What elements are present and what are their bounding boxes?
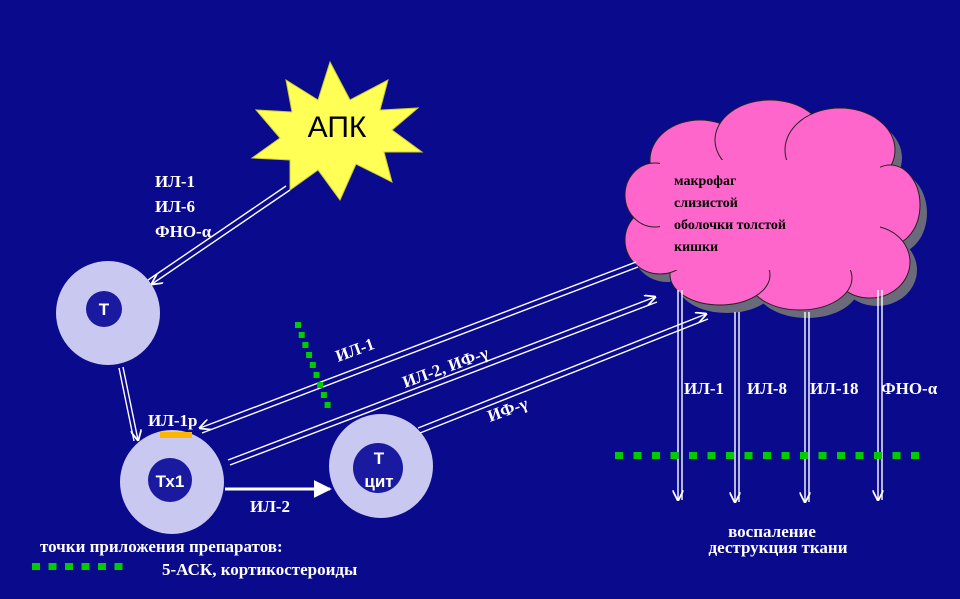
th1-cell-label: Тх1 <box>156 472 185 491</box>
arrow-th1-to-macrophage <box>227 297 657 466</box>
drug-dot <box>65 563 73 570</box>
tcyt-cell-label-2: цит <box>364 472 393 491</box>
arrow-tcyt-to-macrophage <box>417 314 708 434</box>
arrow-t-to-th1 <box>118 366 138 441</box>
drug-dot <box>652 452 660 459</box>
drug-dot <box>313 372 320 378</box>
drug-dot <box>707 452 716 459</box>
drug-line-horizontal <box>615 452 919 459</box>
macrophage-output-arrows <box>678 290 882 502</box>
il1-receptor-label: ИЛ-1р <box>148 411 198 430</box>
drug-dot <box>911 452 919 459</box>
drug-dot <box>670 452 679 459</box>
apk-cytokine-2: ИЛ-6 <box>155 197 195 216</box>
tcyt-cell-label-1: Т <box>374 449 385 468</box>
drug-dot <box>81 563 90 570</box>
macrophage-cloud-core <box>660 160 880 270</box>
label-il2-ifg-arrow: ИЛ-2, ИФ-γ <box>400 343 491 392</box>
drug-dot <box>306 352 313 358</box>
drug-dot <box>837 452 845 459</box>
outcome-line-2: деструкция ткани <box>709 538 848 557</box>
il1-receptor-marker <box>160 432 192 438</box>
drug-dot <box>324 402 331 408</box>
macrophage-line-1: макрофаг <box>674 174 736 189</box>
macrophage-cytokine-1: ИЛ-1 <box>684 379 724 398</box>
outcome-line-1: воспаление <box>728 522 816 541</box>
drug-dot <box>855 452 864 459</box>
drug-dot <box>48 563 57 570</box>
th1-cell-nucleus <box>148 458 192 502</box>
t-cell-nucleus <box>86 291 122 327</box>
drug-dot <box>818 452 827 459</box>
t-cell-label: Т <box>99 300 110 319</box>
macrophage-line-2: слизистой <box>674 196 738 211</box>
drug-dot <box>295 322 301 328</box>
drug-dot <box>317 382 324 388</box>
legend-title: точки приложения препаратов: <box>40 537 283 556</box>
drug-dot <box>298 332 305 338</box>
apk-cytokine-3: ФНО-α <box>155 222 212 241</box>
label-il2-arrow: ИЛ-2 <box>250 497 290 516</box>
macrophage-cytokine-2: ИЛ-8 <box>747 379 787 398</box>
drug-dot <box>302 342 309 348</box>
apk-label: АПК <box>308 111 367 144</box>
macrophage-cytokine-3: ИЛ-18 <box>810 379 859 398</box>
drug-dot <box>874 452 882 459</box>
apk-star-icon <box>250 60 424 201</box>
tcyt-cell-nucleus <box>353 443 403 493</box>
label-il1-arrow: ИЛ-1 <box>333 334 377 366</box>
drug-dot <box>98 563 106 570</box>
drug-line-legend <box>32 563 123 570</box>
drug-dot <box>114 563 123 570</box>
macrophage-line-3: оболочки толстой <box>674 218 786 233</box>
arrow-macrophage-to-th1 <box>200 261 639 434</box>
drug-dot <box>726 452 734 459</box>
drug-dot <box>689 452 697 459</box>
drug-dot <box>744 452 753 459</box>
drug-dot <box>615 452 623 459</box>
drug-dot <box>892 452 901 459</box>
apk-cytokine-1: ИЛ-1 <box>155 172 195 191</box>
macrophage-cytokine-4: ФНО-α <box>881 379 938 398</box>
drug-dot <box>633 452 642 459</box>
drug-line-vertical <box>295 322 331 408</box>
macrophage-line-4: кишки <box>674 240 718 255</box>
drug-dot <box>763 452 771 459</box>
arrow-apk-to-t <box>147 185 291 284</box>
drug-dot <box>320 392 327 398</box>
legend-drugs: 5-АСК, кортикостероиды <box>162 560 357 579</box>
drug-dot <box>781 452 790 459</box>
drug-dot <box>800 452 808 459</box>
drug-dot <box>32 563 40 570</box>
drug-dot <box>309 362 316 368</box>
